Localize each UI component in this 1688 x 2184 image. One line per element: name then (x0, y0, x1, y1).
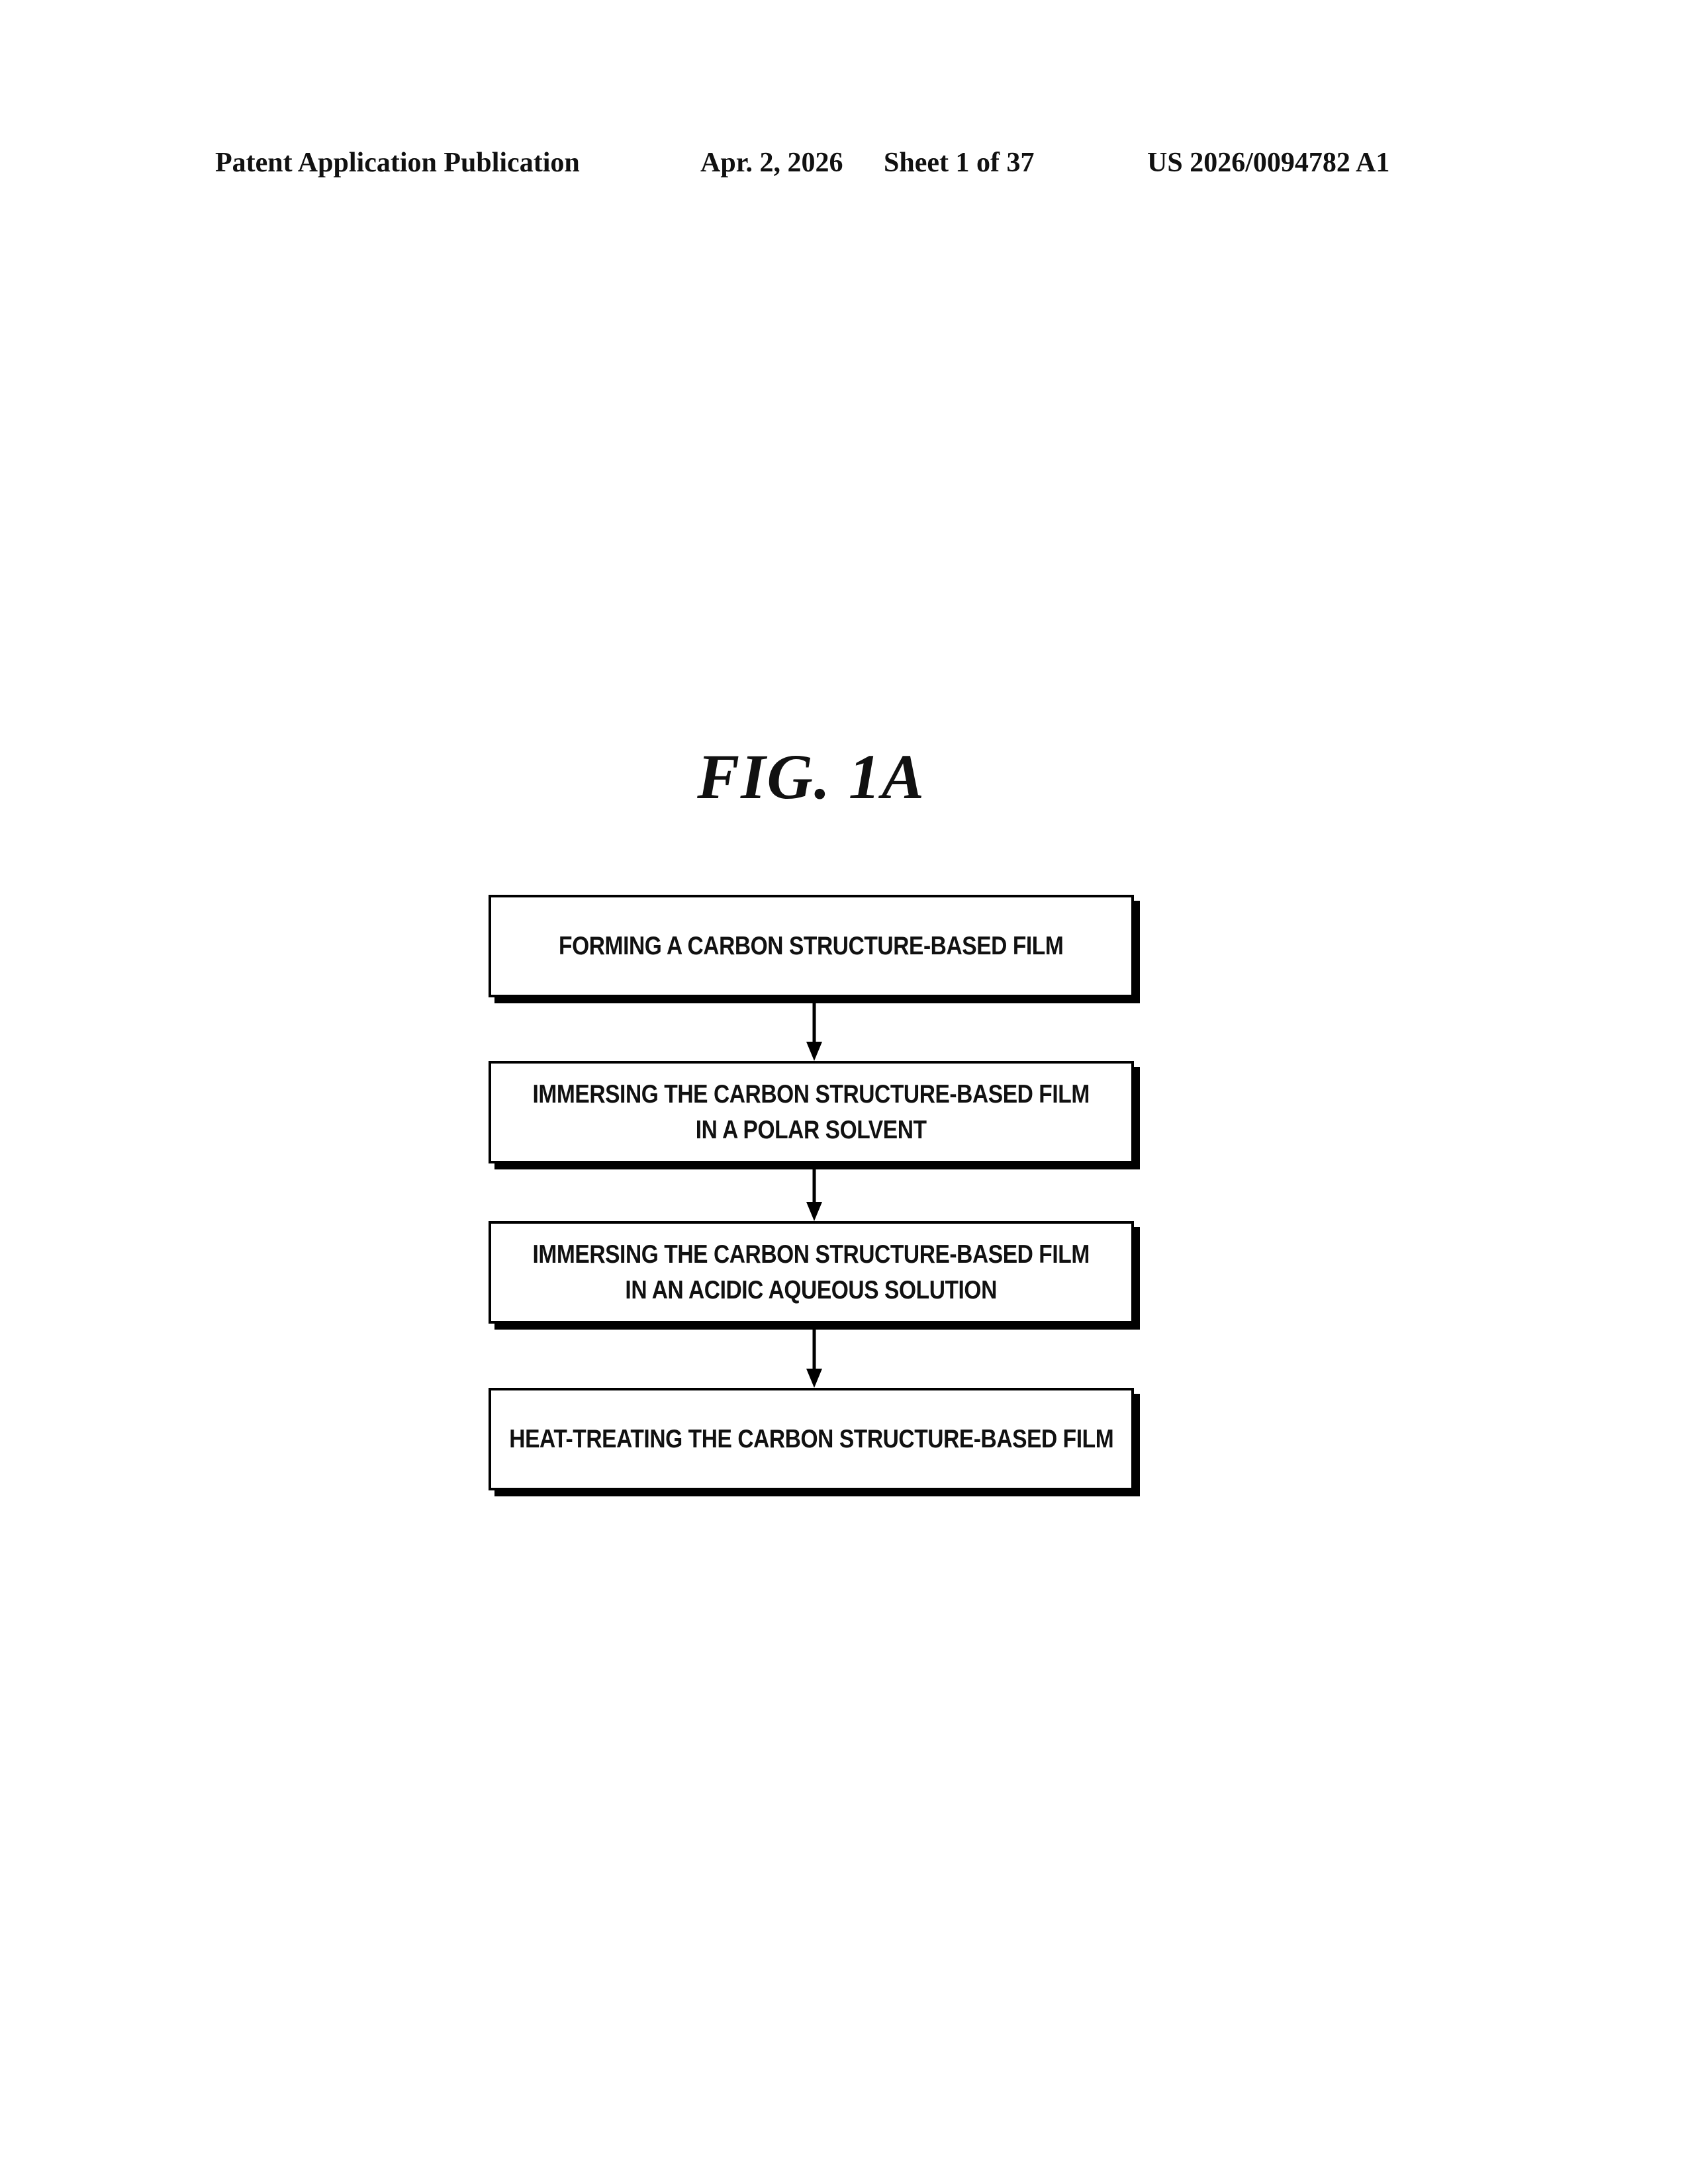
flow-step-line: HEAT-TREATING THE CARBON STRUCTURE-BASED… (509, 1424, 1113, 1453)
down-arrow-icon (801, 1163, 827, 1221)
flow-step-label: IMMERSING THE CARBON STRUCTURE-BASED FIL… (533, 1237, 1090, 1308)
flow-step-label: HEAT-TREATING THE CARBON STRUCTURE-BASED… (509, 1422, 1113, 1457)
down-arrow-icon (801, 1324, 827, 1388)
flow-step-line: IN AN ACIDIC AQUEOUS SOLUTION (625, 1275, 998, 1304)
flow-step-line: IMMERSING THE CARBON STRUCTURE-BASED FIL… (532, 1240, 1090, 1269)
patent-header: Patent Application Publication Apr. 2, 2… (0, 147, 1688, 187)
flow-step-forming-film: FORMING A CARBON STRUCTURE-BASED FILM (489, 895, 1134, 997)
flow-step-immersing-polar-solvent: IMMERSING THE CARBON STRUCTURE-BASED FIL… (489, 1061, 1134, 1163)
flow-step-immersing-acidic-solution: IMMERSING THE CARBON STRUCTURE-BASED FIL… (489, 1221, 1134, 1324)
header-patent-number: US 2026/0094782 A1 (1147, 148, 1390, 178)
header-date: Apr. 2, 2026 (700, 148, 843, 178)
header-publication-label: Patent Application Publication (215, 148, 580, 178)
header-sheet-number: Sheet 1 of 37 (884, 148, 1035, 178)
flow-step-line: FORMING A CARBON STRUCTURE-BASED FILM (559, 931, 1064, 960)
flow-step-label: IMMERSING THE CARBON STRUCTURE-BASED FIL… (533, 1077, 1090, 1148)
flow-step-label: FORMING A CARBON STRUCTURE-BASED FILM (559, 929, 1064, 964)
figure-title: FIG. 1A (697, 741, 925, 812)
flow-step-line: IMMERSING THE CARBON STRUCTURE-BASED FIL… (532, 1079, 1090, 1109)
down-arrow-icon (801, 998, 827, 1061)
flow-step-line: IN A POLAR SOLVENT (696, 1115, 927, 1144)
flow-step-heat-treating: HEAT-TREATING THE CARBON STRUCTURE-BASED… (489, 1388, 1134, 1490)
